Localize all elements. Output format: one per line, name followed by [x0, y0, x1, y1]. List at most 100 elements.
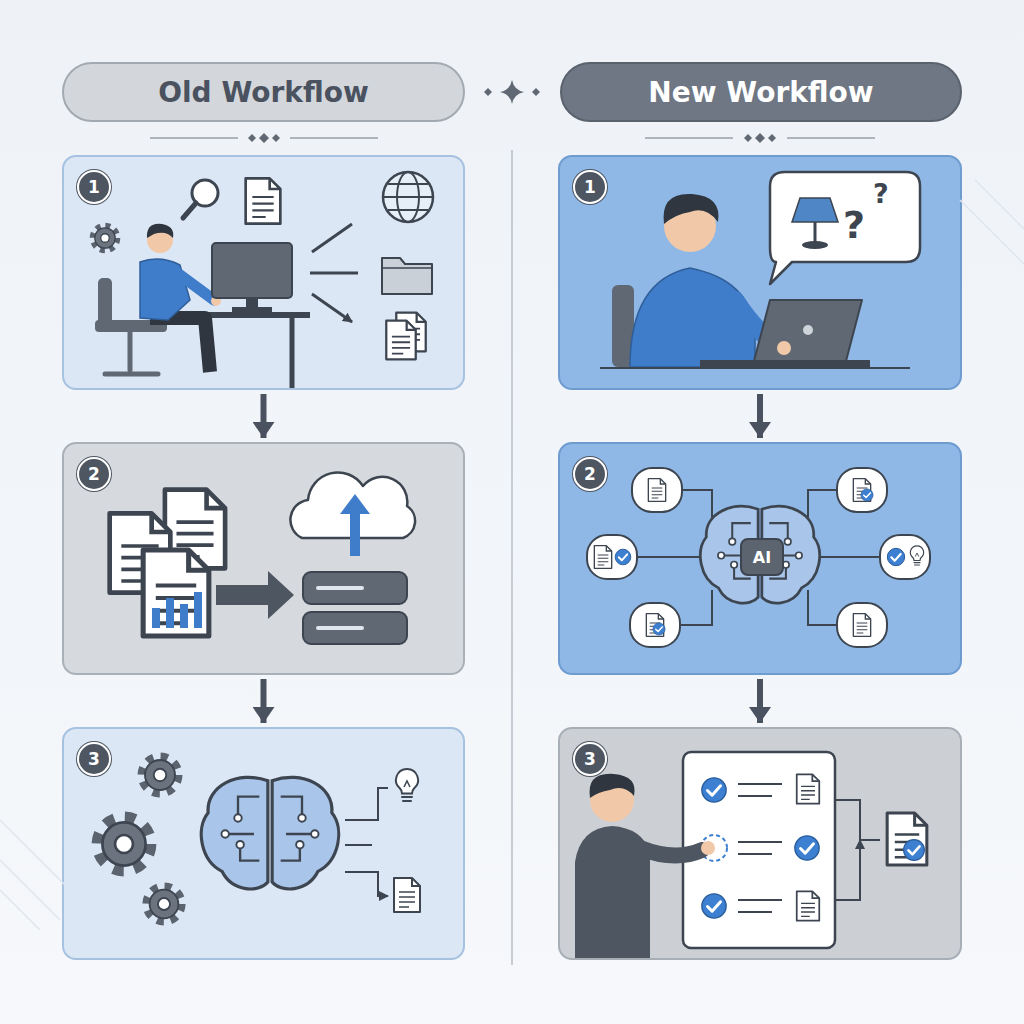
header-ornaments: [150, 137, 875, 139]
old-step3-illustration: [394, 878, 420, 912]
new-step3-illustration: [835, 800, 880, 900]
background-decor: [0, 180, 1024, 930]
question-mark: ?: [873, 180, 889, 207]
old-step2-illustration: [152, 608, 160, 628]
new-step3-illustration: [797, 891, 820, 920]
old-step3-illustration: [147, 887, 181, 921]
old-step2-illustration: [303, 612, 407, 644]
old-step1-illustration: [150, 318, 210, 372]
new-step1-illustration: [770, 172, 920, 284]
new-step3-illustration: [683, 752, 835, 948]
new-step3-illustration: [640, 848, 702, 856]
new-step3-illustration: [590, 774, 635, 798]
old-step2-illustration: [318, 588, 362, 628]
new-step1-illustration: [814, 222, 817, 242]
new-step2-illustration: [853, 614, 870, 637]
speech-bubble: [587, 468, 930, 647]
new-step3-illustration: [795, 836, 819, 860]
new-step3-illustration: [702, 894, 726, 918]
new-step3-illustration: [575, 752, 927, 958]
old-step1-illustration: [290, 318, 295, 388]
old-step1-illustration: [147, 227, 173, 253]
new-step3-illustration: [701, 841, 715, 855]
old-step1-illustration: [246, 178, 281, 223]
step-number: 1: [77, 170, 111, 204]
old-step2-illustration: [216, 571, 294, 619]
flow-arrow: [757, 394, 763, 438]
new-step3-illustration: [887, 813, 927, 865]
old-step1-illustration: [98, 278, 112, 330]
old-step1-illustration: [211, 296, 221, 306]
old-step1-illustration: [183, 203, 196, 218]
old-step1-illustration: [383, 172, 433, 222]
old-step3-illustration: [99, 758, 420, 921]
old-step1-illustration: [382, 267, 432, 269]
new-step2-illustration: [587, 468, 930, 647]
old-step1-illustration: [382, 258, 432, 294]
step-panel: 3: [62, 727, 465, 960]
header-ornaments: [248, 133, 776, 143]
chip-label: AI: [753, 548, 771, 567]
old-step3-illustration: [143, 758, 178, 793]
new-step1-illustration: [803, 325, 813, 335]
step-number: 2: [77, 457, 111, 491]
new-step1-illustration: [777, 341, 791, 355]
header-ornaments: [500, 80, 524, 104]
old-step1-illustration: [396, 313, 425, 352]
old-step2-illustration: [350, 510, 360, 556]
old-step2-illustration: [165, 490, 225, 569]
speech-bubble: [630, 603, 680, 647]
old-step2-illustration: [194, 592, 202, 628]
ai-chip: AI: [740, 538, 784, 576]
old-step1-illustration: [147, 224, 173, 238]
old-step1-illustration: [246, 298, 258, 308]
new-step3-illustration: [738, 784, 782, 796]
step-number: 3: [573, 742, 607, 776]
old-step3-illustration: [201, 777, 338, 889]
new-step2-illustration: [861, 489, 873, 501]
new-step3-illustration: [590, 778, 634, 822]
new-step2-illustration: [615, 549, 631, 565]
new-step2-illustration: [646, 614, 663, 637]
step-number: 2: [573, 457, 607, 491]
speech-bubble: [587, 535, 637, 579]
old-step2-illustration: [143, 550, 209, 636]
new-step3-illustration: [575, 826, 650, 958]
old-step3-illustration: [345, 788, 388, 896]
speech-bubble: [632, 468, 682, 512]
step-panel: 1: [558, 155, 962, 390]
old-step1-illustration: [95, 320, 167, 332]
new-step2-illustration: [637, 490, 880, 625]
new-step3-illustration: [738, 900, 782, 912]
step-panel: 1: [62, 155, 465, 390]
new-step2-illustration: [700, 506, 819, 603]
speech-bubble: [837, 603, 887, 647]
speech-bubble: [880, 535, 930, 579]
new-step3-illustration: [702, 778, 726, 802]
flow-arrow: [757, 679, 763, 723]
header-ornaments: [150, 80, 875, 965]
new-step1-illustration: [600, 367, 910, 369]
new-step1-illustration: [600, 172, 920, 368]
new-step3-illustration: [738, 842, 782, 854]
new-step1-illustration: [700, 360, 870, 367]
old-step3-illustration: [99, 819, 149, 869]
new-step2-illustration: [653, 623, 665, 635]
flow-arrow: [261, 679, 267, 723]
old-step1-illustration: [397, 172, 419, 222]
new-step1-illustration: [630, 268, 755, 367]
old-step1-illustration: [93, 226, 117, 250]
step-number: 3: [77, 742, 111, 776]
flow-arrow: [261, 394, 267, 438]
question-mark: ?: [843, 206, 865, 244]
header-title: Old Workflow: [158, 76, 369, 109]
new-step2-illustration: [648, 479, 665, 502]
old-step2-illustration: [290, 472, 415, 538]
old-step1-illustration: [93, 172, 433, 388]
old-step1-illustration: [383, 184, 433, 210]
old-step2-illustration: [180, 604, 188, 628]
old-step1-illustration: [310, 224, 358, 322]
